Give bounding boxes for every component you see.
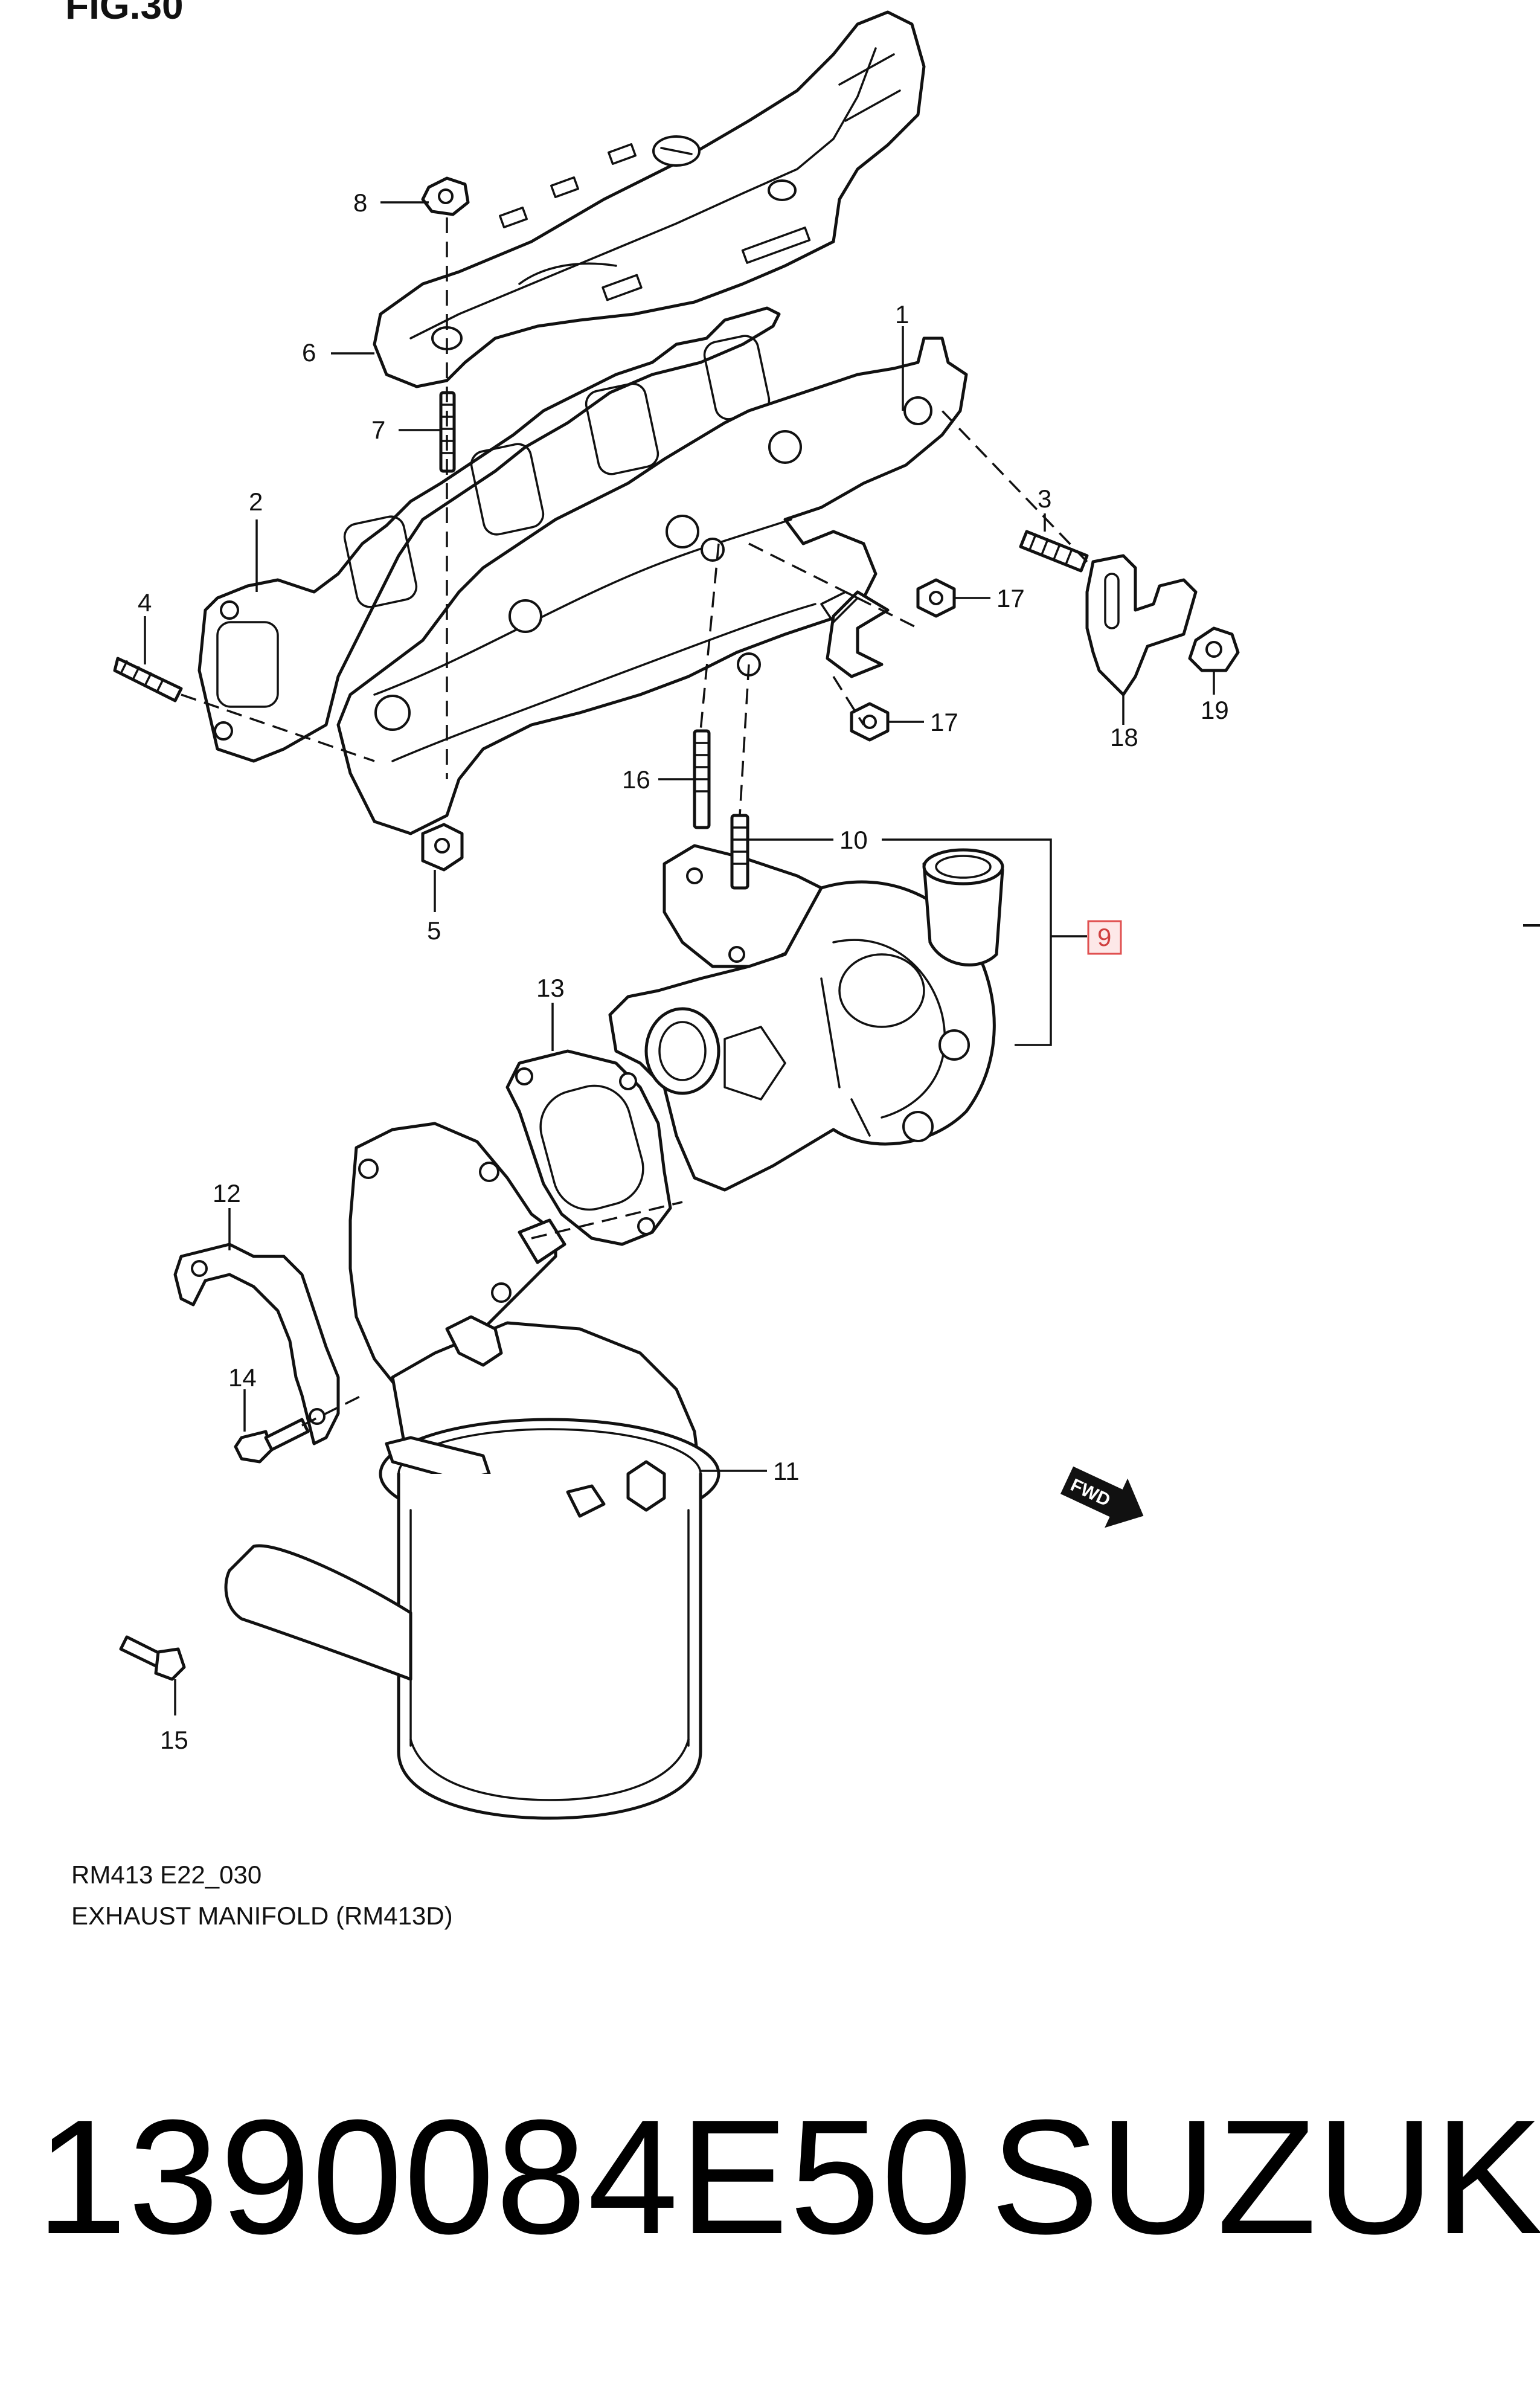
exhaust-manifold: [336, 336, 968, 835]
bracket-18: [1085, 554, 1198, 696]
manifold-gasket: [197, 306, 781, 763]
callout-3: 3: [1038, 484, 1051, 513]
callout-5: 5: [427, 916, 441, 945]
callout-16: 16: [622, 765, 650, 794]
callout-7: 7: [371, 416, 385, 444]
callout-9-highlight[interactable]: [1087, 920, 1122, 955]
brand-name: SUZUKI: [990, 2086, 1540, 2268]
callout-6: 6: [302, 338, 316, 367]
callout-10: 10: [839, 826, 868, 854]
callout-17a: 17: [996, 584, 1025, 612]
callout-11: 11: [773, 1457, 800, 1485]
exhaust-manifold-diagram: FWD 1 2 3 4 5 6 7 8 9 10 11 12 13 14 15 …: [113, 10, 1240, 1820]
callout-18: 18: [1110, 723, 1138, 751]
fwd-arrow-icon: FWD: [1060, 1466, 1144, 1528]
stud-16: [693, 729, 711, 829]
callout-leaders: [144, 201, 1215, 1715]
nut-8: [421, 176, 470, 216]
callout-13: 13: [536, 974, 565, 1002]
stud-4: [113, 657, 183, 702]
stud-10: [730, 814, 749, 890]
callout-19: 19: [1201, 696, 1229, 724]
part-number: 1390084E50: [36, 2086, 974, 2268]
stud-3: [1019, 530, 1089, 573]
bolt-14: [234, 1418, 310, 1464]
callout-12: 12: [213, 1179, 241, 1207]
callout-9: 9: [1097, 923, 1111, 951]
nut-19: [1188, 626, 1240, 672]
nut-5: [421, 823, 464, 872]
footer-band: [0, 1993, 1540, 2392]
turbocharger-assembly: [608, 844, 1004, 1192]
callout-14: 14: [228, 1363, 257, 1392]
diagram-title: EXHAUST MANIFOLD (RM413D): [71, 1902, 453, 1930]
callout-1: 1: [895, 300, 909, 329]
bolt-15: [119, 1635, 186, 1681]
figure-label: FIG.30: [65, 0, 184, 27]
callout-15: 15: [160, 1726, 188, 1754]
catalytic-converter: [224, 1122, 720, 1820]
callout-2: 2: [249, 487, 263, 516]
callout-17b: 17: [930, 708, 958, 736]
callout-8: 8: [353, 188, 367, 217]
bracket-12: [173, 1243, 340, 1445]
diagram-reference: RM413 E22_030: [71, 1860, 262, 1889]
callout-4: 4: [138, 588, 152, 617]
nut-17a: [916, 578, 956, 618]
turbo-gasket: [505, 1049, 672, 1246]
edge-tick-mark: [1523, 924, 1540, 927]
nut-17b: [850, 702, 890, 742]
